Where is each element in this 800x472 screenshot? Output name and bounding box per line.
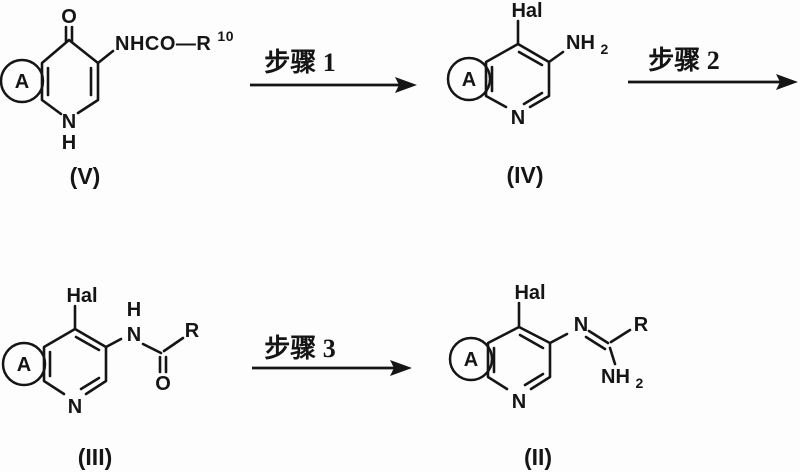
compound-ii-label: (II) bbox=[524, 444, 552, 470]
ring-a-circle bbox=[0, 58, 45, 104]
amine-bond bbox=[547, 50, 565, 64]
imine-double-bond-1 bbox=[587, 329, 610, 345]
pyridine-ring-bonds bbox=[42, 327, 108, 396]
step3-label: 步骤 3 bbox=[264, 333, 336, 363]
ring-a-circle bbox=[446, 56, 492, 102]
compound-v-label: (V) bbox=[70, 163, 101, 189]
halogen-label: Hal bbox=[511, 0, 542, 22]
step2-label: 步骤 2 bbox=[648, 45, 720, 75]
amine-text: NH bbox=[566, 32, 595, 54]
amine-text: NH bbox=[601, 366, 630, 388]
ring-double-bond-inner-bottom bbox=[79, 376, 101, 391]
r-group-label: R bbox=[634, 314, 649, 336]
imine-double-bond-2 bbox=[584, 335, 607, 351]
amine-subscript: 2 bbox=[600, 41, 608, 57]
amide-hydrogen-label: H bbox=[127, 299, 141, 321]
ring-a-circle bbox=[448, 336, 494, 382]
carbonyl-r-bond bbox=[162, 336, 185, 353]
ring-a-circle bbox=[1, 341, 47, 387]
pyridine-ring-bonds bbox=[484, 42, 551, 109]
ring-nitrogen-label: N bbox=[511, 107, 525, 129]
ring-double-bond-inner-top bbox=[517, 50, 544, 67]
amide-chain-text: NHCO—R bbox=[115, 33, 211, 55]
carbonyl-oxygen-label: O bbox=[61, 6, 77, 28]
ring-nh-hydrogen-label: H bbox=[62, 132, 76, 154]
reaction-arrow-step3: 步骤 3 bbox=[252, 333, 412, 376]
reaction-arrow-step1: 步骤 1 bbox=[250, 47, 417, 93]
pyridinone-ring-bonds bbox=[40, 38, 100, 116]
amide-chain-label: NHCO—R 10 bbox=[115, 28, 234, 55]
ring-a-label: A bbox=[17, 354, 31, 376]
imine-n-bond bbox=[548, 332, 569, 345]
compound-iv-label: (IV) bbox=[506, 162, 543, 188]
carbonyl-oxygen-label: O bbox=[155, 373, 171, 395]
reaction-arrow-step2: 步骤 2 bbox=[628, 45, 798, 90]
halogen-label: Hal bbox=[66, 285, 97, 307]
ring-a-label: A bbox=[464, 349, 478, 371]
ring-double-bond-inner-top bbox=[518, 333, 545, 350]
ring-double-bond-inner-top bbox=[74, 335, 101, 352]
compound-v: A O NHCO—R 10 N H (V) bbox=[0, 6, 234, 189]
pyridine-ring-bonds bbox=[486, 325, 552, 391]
ring-double-bond-inner-bottom bbox=[522, 91, 544, 106]
ring-nitrogen-label: N bbox=[512, 391, 526, 413]
ring-a-label: A bbox=[15, 71, 29, 93]
amidine-r-bond bbox=[609, 328, 632, 344]
compound-iii-label: (III) bbox=[78, 444, 113, 470]
amidine-amine-bond bbox=[608, 346, 617, 366]
amine-label: NH 2 bbox=[601, 366, 643, 391]
amine-subscript: 2 bbox=[635, 375, 643, 391]
compound-iv: A Hal NH 2 N (IV) bbox=[446, 0, 608, 188]
ring-double-bond-inner-bottom bbox=[523, 372, 545, 387]
compound-ii: A Hal N R NH 2 N (II) bbox=[448, 282, 649, 470]
amide-n-bond bbox=[104, 337, 123, 349]
step3-arrow-head bbox=[390, 360, 412, 376]
step2-arrow-head bbox=[776, 74, 798, 90]
amide-substituent-bond bbox=[96, 49, 115, 65]
n-carbonyl-bond bbox=[141, 342, 163, 355]
halogen-label: Hal bbox=[514, 282, 545, 304]
step1-arrow-head bbox=[395, 77, 417, 93]
amide-nitrogen-label: N bbox=[127, 324, 141, 346]
ring-nitrogen-label: N bbox=[62, 111, 76, 133]
ring-a-label: A bbox=[462, 69, 476, 91]
r-superscript: 10 bbox=[217, 28, 234, 44]
r-group-label: R bbox=[185, 320, 200, 342]
imine-nitrogen-label: N bbox=[574, 314, 588, 336]
compound-iii: A Hal H N R O N (III) bbox=[1, 285, 200, 470]
amine-label: NH 2 bbox=[566, 32, 608, 57]
step1-label: 步骤 1 bbox=[264, 47, 336, 77]
ring-nitrogen-label: N bbox=[68, 396, 82, 418]
